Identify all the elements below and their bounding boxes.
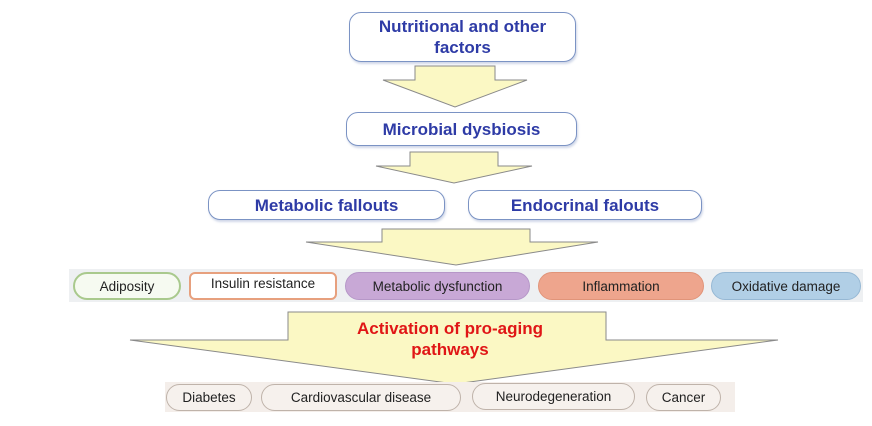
disease-diabetes-label: Diabetes	[182, 390, 236, 405]
factor-adiposity-label: Adiposity	[99, 278, 155, 294]
factor-inflammation-label: Inflammation	[582, 278, 660, 294]
factor-insulin-resistance-label: Insulin resistance	[210, 276, 316, 291]
factor-insulin-resistance: Insulin resistance	[189, 272, 337, 300]
node-nutritional-label: Nutritional and other factors	[378, 17, 547, 57]
disease-cardiovascular-label: Cardiovascular disease	[290, 390, 432, 405]
node-metabolic-fallouts: Metabolic fallouts	[208, 190, 445, 220]
factor-metabolic-dysfunction: Metabolic dysfunction	[345, 272, 530, 300]
big-arrow	[129, 311, 779, 385]
factor-metabolic-dysfunction-label: Metabolic dysfunction	[372, 278, 503, 294]
factor-inflammation: Inflammation	[538, 272, 704, 300]
node-endocrinal-label: Endocrinal falouts	[510, 195, 660, 215]
node-endocrinal-falouts: Endocrinal falouts	[468, 190, 702, 220]
factor-oxidative-damage: Oxidative damage	[711, 272, 861, 300]
disease-diabetes: Diabetes	[166, 384, 252, 411]
node-microbial-dysbiosis: Microbial dysbiosis	[346, 112, 577, 146]
activation-pro-aging-label: Activation of pro-aging pathways	[320, 316, 580, 362]
arrow-3	[305, 228, 599, 266]
disease-neurodegeneration: Neurodegeneration	[472, 383, 635, 410]
factor-oxidative-damage-label: Oxidative damage	[731, 278, 841, 294]
disease-cancer: Cancer	[646, 384, 721, 411]
arrow-1	[382, 65, 528, 108]
activation-text: Activation of pro-aging pathways	[356, 319, 544, 359]
disease-cardiovascular: Cardiovascular disease	[261, 384, 461, 411]
disease-neurodegeneration-label: Neurodegeneration	[495, 389, 612, 404]
node-metabolic-fallouts-label: Metabolic fallouts	[254, 195, 399, 215]
node-nutritional-factors: Nutritional and other factors	[349, 12, 576, 62]
factor-adiposity: Adiposity	[73, 272, 181, 300]
disease-cancer-label: Cancer	[661, 390, 706, 405]
node-microbial-label: Microbial dysbiosis	[382, 119, 541, 139]
arrow-2	[375, 151, 533, 184]
